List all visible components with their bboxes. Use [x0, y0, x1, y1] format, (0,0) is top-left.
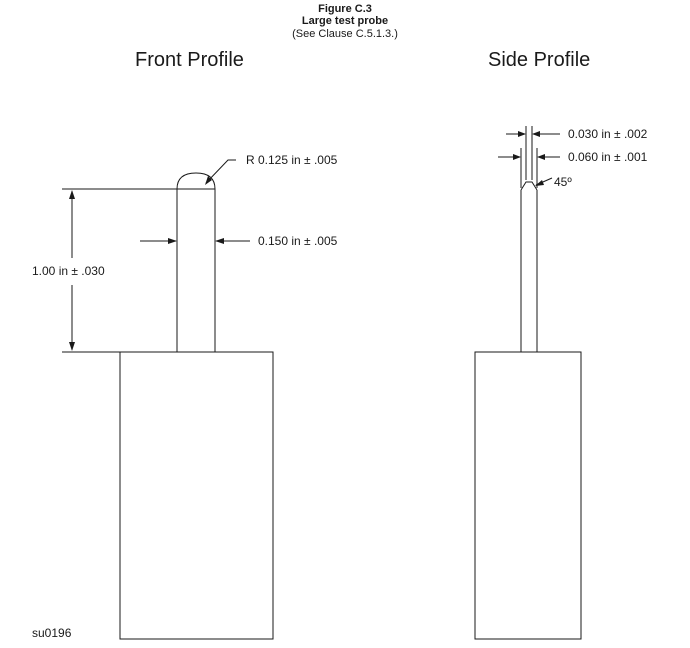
radius-leader	[205, 159, 236, 184]
radius-arrow	[205, 176, 212, 185]
length-arrow-top	[69, 190, 75, 199]
side-probe-shaft	[520, 190, 538, 352]
side-probe-tip	[520, 181, 538, 191]
diameter-arrow-left	[168, 238, 177, 244]
figure-number: Figure C.3	[318, 3, 372, 15]
front-probe-tip	[176, 172, 216, 190]
probe-diameter-label: 0.150 in ± .005	[258, 234, 338, 248]
diameter-arrow-right	[215, 238, 224, 244]
side-profile-view: 0.030 in ± .002 0.060 in ± .001 45º	[474, 126, 648, 640]
probe-length-label: 1.00 in ± .030	[32, 264, 105, 278]
angle-arrow	[535, 180, 544, 186]
width-arrow-right	[537, 154, 545, 160]
width-arrow-left	[513, 154, 521, 160]
side-base-block	[474, 351, 582, 640]
length-arrow-bottom	[69, 342, 75, 351]
drawing-id: su0196	[32, 626, 72, 640]
side-profile-title: Side Profile	[488, 49, 591, 71]
front-profile-view: 1.00 in ± .030 0.150 in ± .005 R 0.125 i…	[32, 153, 338, 640]
flat-arrow-right	[532, 131, 540, 137]
tip-flat-label: 0.030 in ± .002	[568, 127, 648, 141]
flat-arrow-left	[518, 131, 526, 137]
front-probe-shaft	[176, 189, 216, 352]
tip-width-label: 0.060 in ± .001	[568, 150, 648, 164]
front-base-block	[119, 351, 274, 640]
tip-angle-label: 45º	[554, 175, 572, 189]
figure-reference: (See Clause C.5.1.3.)	[292, 28, 398, 40]
figure-title: Large test probe	[301, 15, 389, 27]
front-profile-title: Front Profile	[135, 49, 244, 71]
tip-radius-label: R 0.125 in ± .005	[246, 153, 338, 167]
